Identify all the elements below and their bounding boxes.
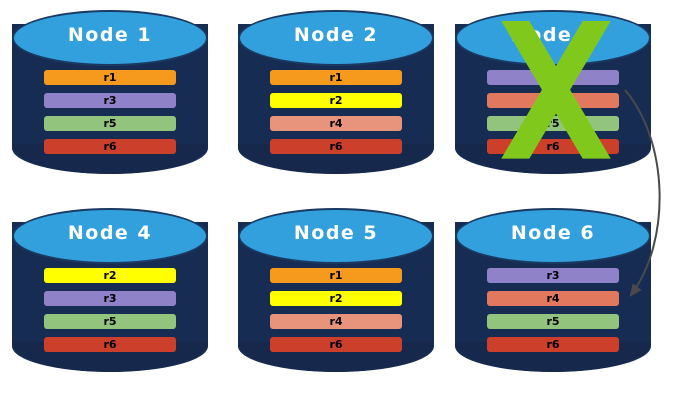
replica-bar-list: r1 r2 r4 r6 bbox=[270, 268, 402, 352]
replica-bar-r6[interactable]: r6 bbox=[487, 337, 619, 352]
replica-bar-r6[interactable]: r6 bbox=[44, 337, 176, 352]
replica-bar-r3[interactable]: r3 bbox=[487, 268, 619, 283]
replica-bar-r6[interactable]: r6 bbox=[44, 139, 176, 154]
cylinder-top-ellipse bbox=[238, 208, 434, 264]
replica-bar-r5[interactable]: r5 bbox=[44, 116, 176, 131]
replica-bar-r1[interactable]: r1 bbox=[44, 70, 176, 85]
cylinder-top-ellipse bbox=[12, 208, 208, 264]
replica-bar-r2[interactable]: r2 bbox=[44, 268, 176, 283]
replica-bar-list: r1 r2 r4 r6 bbox=[270, 70, 402, 154]
replica-bar-r1[interactable]: r1 bbox=[270, 268, 402, 283]
replica-bar-r4[interactable]: r4 bbox=[270, 116, 402, 131]
replica-bar-list: r2 r3 r5 r6 bbox=[44, 268, 176, 352]
replica-bar-r2[interactable]: r2 bbox=[270, 291, 402, 306]
replica-bar-r6[interactable]: r6 bbox=[487, 139, 619, 154]
replica-bar-r4[interactable]: r4 bbox=[270, 314, 402, 329]
replica-bar-r3[interactable]: r3 bbox=[44, 291, 176, 306]
replica-bar-list: r1 r3 r5 r6 bbox=[44, 70, 176, 154]
cylinder-top-ellipse bbox=[455, 208, 651, 264]
cylinder-top-ellipse bbox=[238, 10, 434, 66]
replica-bar-r5[interactable]: r5 bbox=[487, 116, 619, 131]
replica-bar-r6[interactable]: r6 bbox=[270, 337, 402, 352]
replica-bar-r4[interactable]: r4 bbox=[487, 93, 619, 108]
replica-bar-r5[interactable]: r5 bbox=[44, 314, 176, 329]
cylinder-top-ellipse bbox=[455, 10, 651, 66]
replica-bar-r5[interactable]: r5 bbox=[487, 314, 619, 329]
replica-bar-list: r3 r4 r5 r6 bbox=[487, 268, 619, 352]
replica-bar-r2[interactable]: r2 bbox=[270, 93, 402, 108]
replica-bar-r6[interactable]: r6 bbox=[270, 139, 402, 154]
replica-bar-r1[interactable]: r1 bbox=[270, 70, 402, 85]
replica-bar-list: r3 r4 r5 r6 bbox=[487, 70, 619, 154]
cylinder-top-ellipse bbox=[12, 10, 208, 66]
replica-bar-r3[interactable]: r3 bbox=[487, 70, 619, 85]
replica-bar-r4[interactable]: r4 bbox=[487, 291, 619, 306]
replica-bar-r3[interactable]: r3 bbox=[44, 93, 176, 108]
